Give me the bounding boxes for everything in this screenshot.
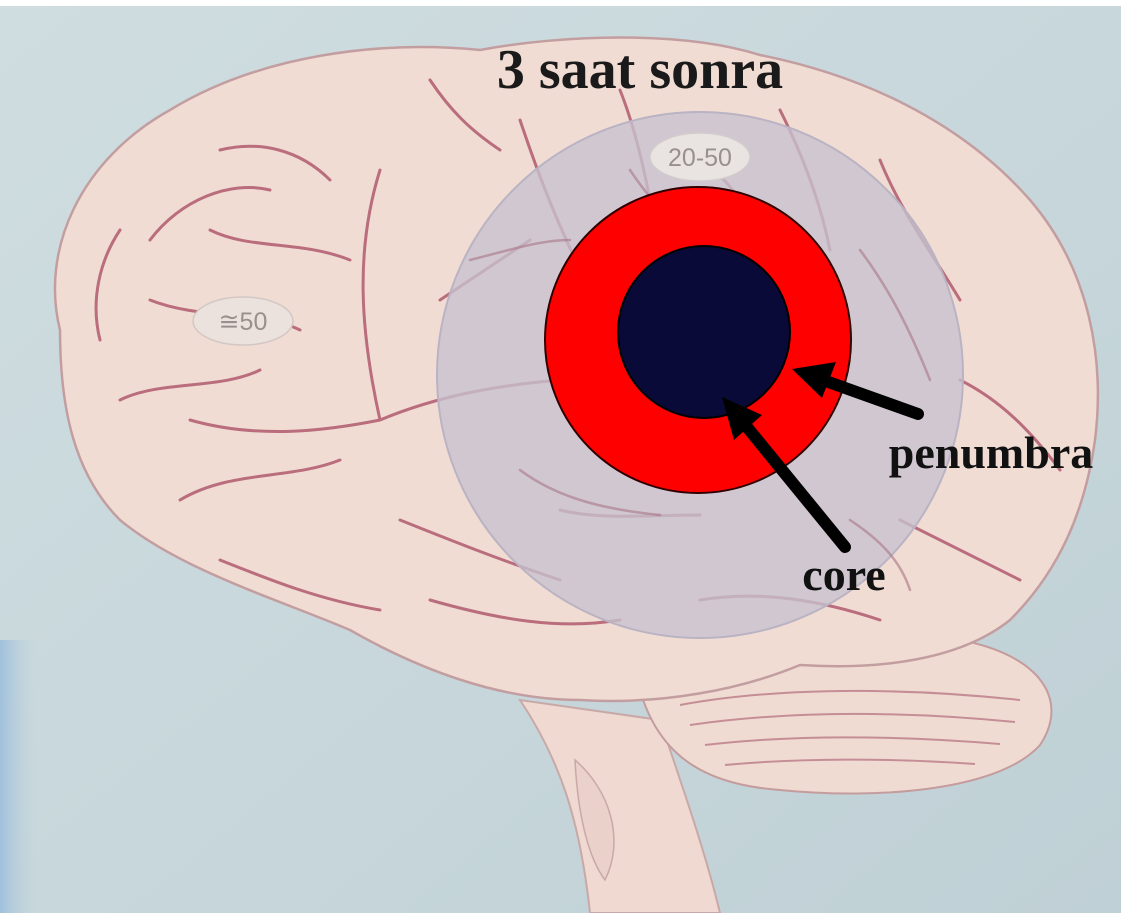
core-zone <box>618 246 790 418</box>
top-border <box>0 0 1121 6</box>
core-label: core <box>802 549 885 600</box>
badge-outer-zone-text: 20-50 <box>668 144 732 172</box>
badge-healthy-tissue: ≅50 <box>193 297 293 345</box>
badge-outer-zone: 20-50 <box>650 133 750 181</box>
background-left-glow <box>0 640 40 913</box>
diagram-title: 3 saat sonra <box>497 39 783 101</box>
penumbra-label: penumbra <box>889 427 1093 478</box>
badge-healthy-tissue-text: ≅50 <box>219 308 268 336</box>
